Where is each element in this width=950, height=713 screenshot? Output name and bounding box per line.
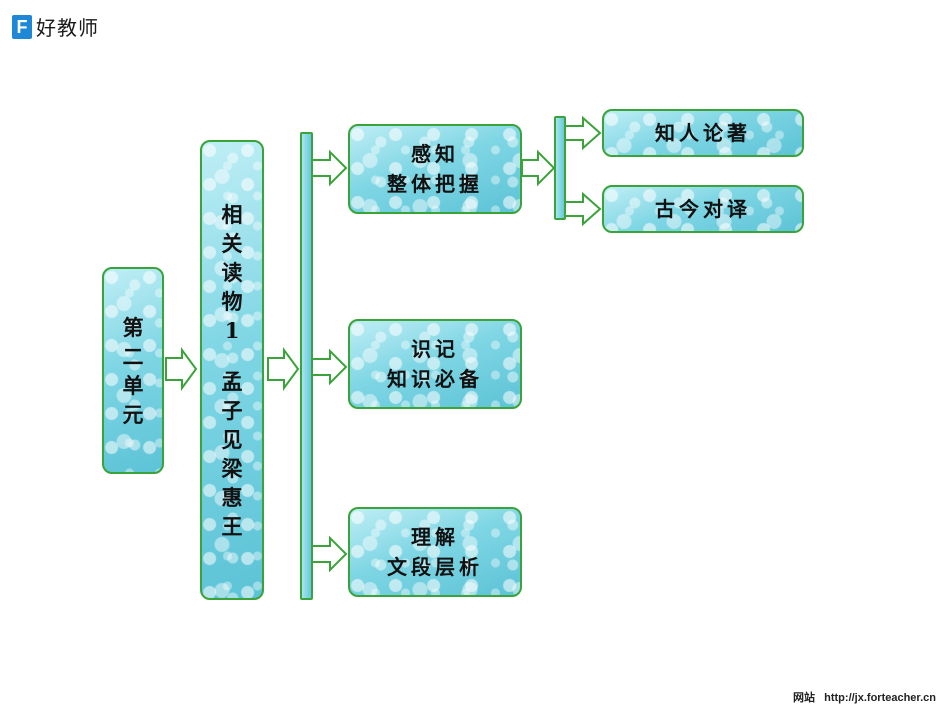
footer: 网站 http://jx.forteacher.cn	[793, 689, 936, 705]
arrow-section-to-subbar	[521, 149, 556, 187]
lesson-title-char: 读	[221, 259, 243, 285]
arrow-bar-to-section-3	[311, 535, 348, 573]
brand-name: 好教师	[36, 16, 99, 40]
root-label: 第二单元	[123, 313, 144, 429]
subsection-label-2: 古今对译	[655, 197, 751, 221]
footer-url[interactable]: http://jx.forteacher.cn	[824, 692, 936, 704]
root-box: 第二单元	[102, 267, 164, 474]
lesson-box: 相关读物 1 孟子见梁惠王	[200, 140, 264, 600]
arrow-subbar-to-sub-1	[564, 115, 602, 151]
lesson-subtitle-char: 子	[221, 397, 243, 423]
logo-icon: F	[12, 14, 32, 39]
lesson-title-char: 物	[221, 288, 243, 314]
section-box-3: 理解 文段层析	[348, 507, 522, 597]
lesson-title-char: 关	[221, 230, 243, 256]
root-label-char: 单	[122, 372, 144, 398]
subsection-label-1: 知人论著	[655, 121, 751, 145]
arrow-root-to-lesson	[165, 346, 198, 392]
lesson-subtitle: 孟子见梁惠王	[222, 367, 243, 541]
lesson-title: 相关读物 1	[222, 200, 243, 345]
section-label-1: 感知 整体把握	[387, 142, 483, 196]
section-box-2: 识记 知识必备	[348, 319, 522, 409]
section-box-1: 感知 整体把握	[348, 124, 522, 214]
brand-logo: F 好教师	[12, 12, 99, 41]
subsection-box-1: 知人论著	[602, 109, 804, 157]
section-label-2: 识记 知识必备	[387, 337, 483, 391]
arrow-bar-to-section-1	[311, 149, 348, 187]
lesson-subtitle-char: 王	[221, 513, 243, 539]
arrow-bar-to-section-2	[311, 348, 348, 386]
lesson-title-char: 1	[224, 317, 240, 343]
branch-bar	[300, 132, 313, 600]
lesson-subtitle-char: 惠	[221, 484, 243, 510]
lesson-title-char: 相	[221, 201, 243, 227]
root-label-char: 二	[122, 343, 144, 369]
arrow-subbar-to-sub-2	[564, 191, 602, 227]
subsection-box-2: 古今对译	[602, 185, 804, 233]
sub-branch-bar	[554, 116, 566, 220]
lesson-subtitle-char: 孟	[221, 368, 243, 394]
arrow-lesson-to-bar	[267, 346, 300, 392]
footer-label: 网站	[792, 692, 815, 704]
lesson-subtitle-char: 梁	[221, 455, 243, 481]
root-label-char: 元	[122, 401, 144, 427]
root-label-char: 第	[122, 314, 144, 340]
lesson-label: 相关读物 1 孟子见梁惠王	[222, 200, 243, 541]
lesson-subtitle-char: 见	[221, 426, 243, 452]
section-label-3: 理解 文段层析	[387, 525, 483, 579]
